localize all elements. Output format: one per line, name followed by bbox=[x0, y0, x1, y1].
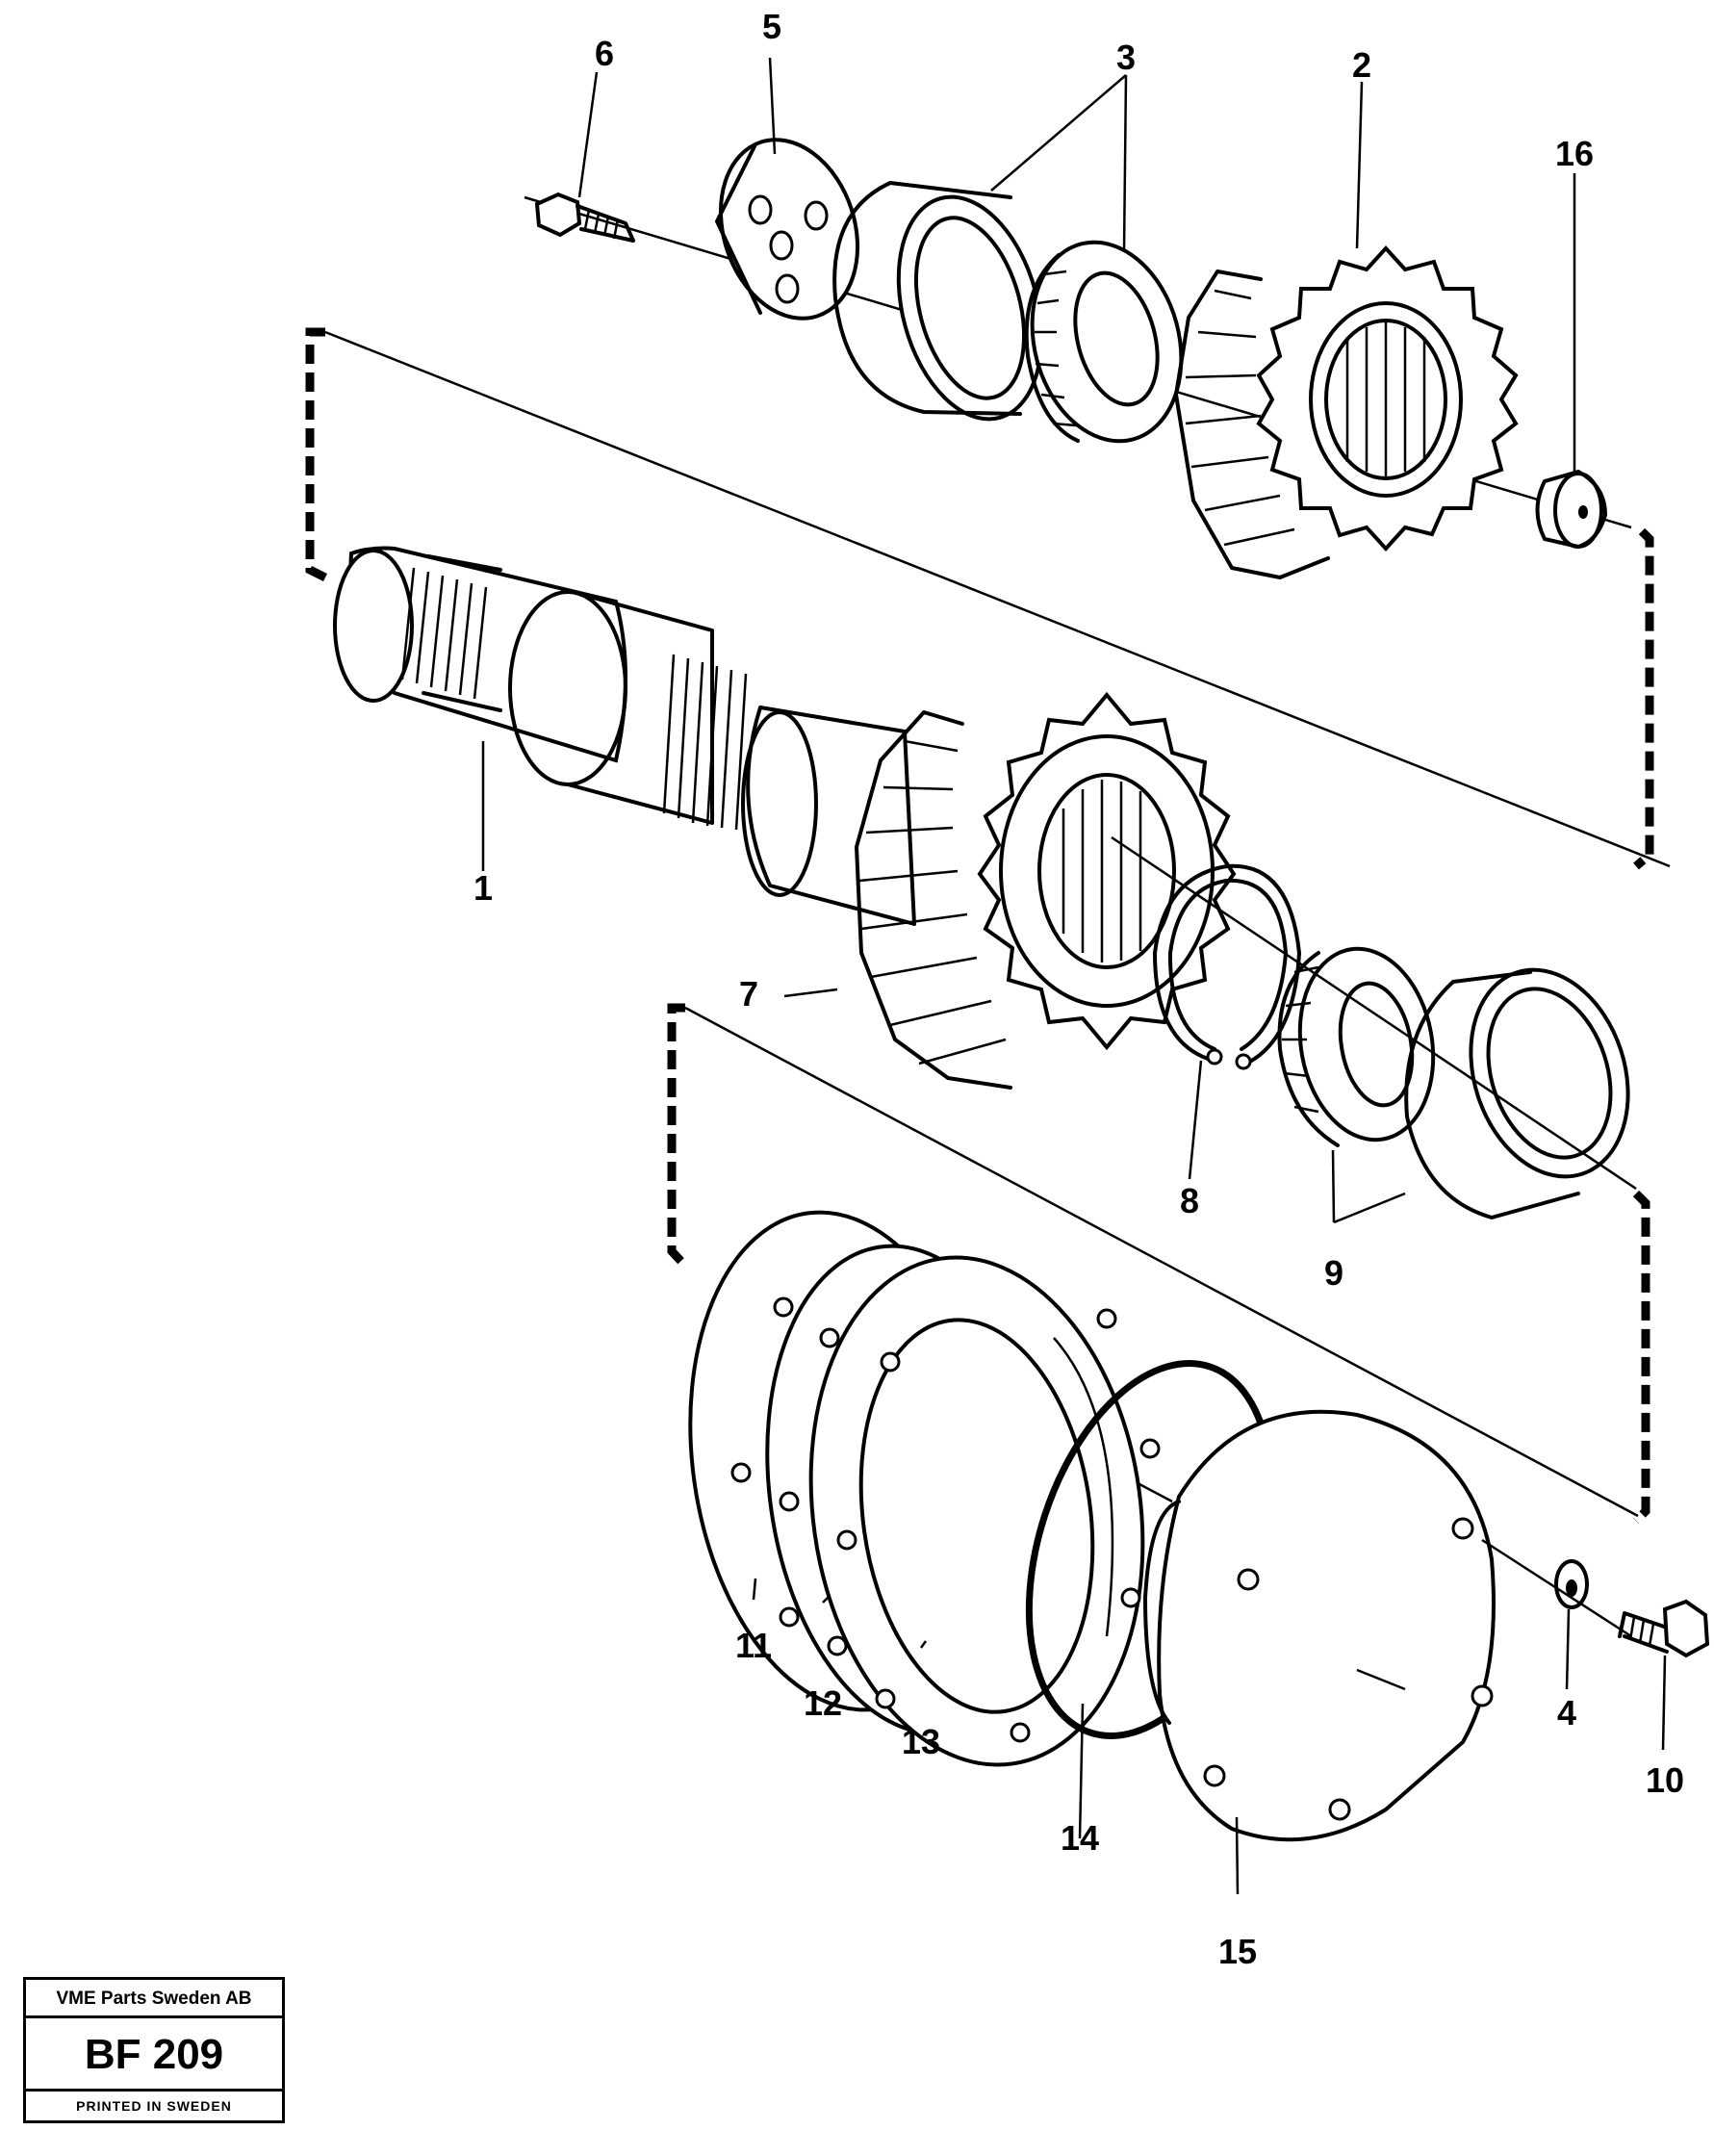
callout-4: 4 bbox=[1557, 1693, 1576, 1732]
callout-9: 9 bbox=[1324, 1253, 1343, 1293]
callout-11: 11 bbox=[735, 1626, 772, 1665]
callout-10: 10 bbox=[1646, 1760, 1684, 1800]
washer-4 bbox=[1554, 1559, 1589, 1609]
lower-axis-line bbox=[1111, 835, 1637, 1191]
stamp-printed: PRINTED IN SWEDEN bbox=[76, 2098, 232, 2114]
lower-group-bracket bbox=[667, 1003, 1650, 1525]
callout-8: 8 bbox=[1180, 1181, 1199, 1220]
bolt-10 bbox=[1618, 1599, 1710, 1658]
bearing-cup-9 bbox=[1404, 967, 1630, 1219]
callout-14: 14 bbox=[1061, 1818, 1099, 1858]
bearing-cup-3 bbox=[832, 181, 1044, 422]
callout-numbers: 6 5 3 2 16 1 7 8 9 11 12 13 14 15 4 10 bbox=[473, 7, 1684, 1971]
stamp-company: VME Parts Sweden AB bbox=[26, 1980, 282, 2018]
bushing-16 bbox=[1535, 469, 1608, 550]
bearing-cone-3 bbox=[1024, 240, 1184, 444]
callout-3-top: 3 bbox=[1116, 38, 1136, 77]
callout-12: 12 bbox=[804, 1683, 842, 1723]
leader-lines bbox=[481, 57, 1667, 1895]
parts-stamp-box: VME Parts Sweden AB BF 209 PRINTED IN SW… bbox=[23, 1977, 285, 2123]
callout-7: 7 bbox=[739, 974, 758, 1014]
bolt-10-axis bbox=[1481, 1538, 1632, 1638]
snap-ring-8 bbox=[1153, 863, 1301, 1070]
stamp-code: BF 209 bbox=[26, 2018, 282, 2092]
cover-15 bbox=[1143, 1409, 1496, 1842]
bearing-cone-9 bbox=[1277, 946, 1436, 1147]
callout-1: 1 bbox=[473, 868, 493, 908]
callout-5: 5 bbox=[762, 7, 781, 46]
callout-13: 13 bbox=[902, 1722, 940, 1761]
callout-15: 15 bbox=[1218, 1932, 1257, 1971]
flange-ring-13 bbox=[808, 1255, 1161, 1767]
callout-2: 2 bbox=[1352, 45, 1371, 85]
callout-16: 16 bbox=[1555, 134, 1594, 173]
callout-6: 6 bbox=[595, 34, 614, 73]
gear-2 bbox=[1174, 245, 1519, 579]
upper-group-bracket bbox=[305, 327, 1671, 870]
bolt-6 bbox=[534, 192, 635, 243]
plate-5 bbox=[715, 138, 860, 321]
main-shaft-1 bbox=[333, 546, 916, 926]
